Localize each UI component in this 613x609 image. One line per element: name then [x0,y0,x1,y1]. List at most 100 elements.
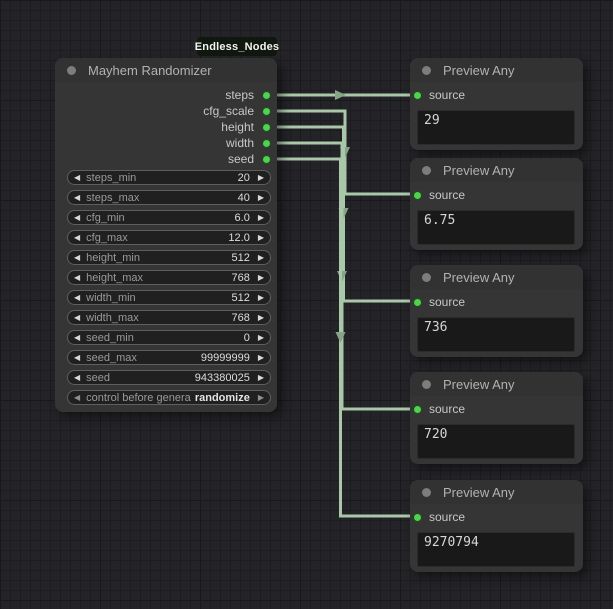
widget-label: seed_max [86,351,137,364]
preview-value-textarea[interactable]: 29 [417,110,575,145]
collapse-dot-icon[interactable] [422,65,431,75]
collapse-dot-icon[interactable] [422,272,431,282]
decrement-arrow-icon[interactable]: ◀ [74,312,81,322]
input-port-icon[interactable] [413,512,422,522]
widget-label: steps_max [86,191,140,204]
node-title-bar[interactable]: Preview Any [410,265,583,289]
next-option-arrow-icon[interactable]: ▶ [257,392,264,402]
output-slot-steps: steps [55,87,277,103]
input-slot-source: source [410,293,465,311]
output-slot-seed: seed [55,151,277,167]
widget-height-max[interactable]: ◀ height_max 768 ▶ [67,270,271,285]
input-port-icon[interactable] [413,90,422,100]
output-port-icon[interactable] [262,122,271,132]
input-label: source [429,402,466,416]
increment-arrow-icon[interactable]: ▶ [257,272,264,282]
increment-arrow-icon[interactable]: ▶ [257,292,264,302]
decrement-arrow-icon[interactable]: ◀ [74,292,81,302]
widget-seed-max[interactable]: ◀ seed_max 99999999 ▶ [67,350,271,365]
node-preview-any-4[interactable]: Preview Any source 720 [410,372,583,464]
preview-value-textarea[interactable]: 6.75 [417,210,575,245]
widget-control-before-generate[interactable]: ◀ control before generate randomize ▶ [67,390,271,405]
collapse-dot-icon[interactable] [67,65,76,75]
output-port-icon[interactable] [262,90,271,100]
node-title: Preview Any [443,162,515,178]
input-port-icon[interactable] [413,404,422,414]
output-slot-width: width [55,135,277,151]
input-label: source [429,295,466,309]
decrement-arrow-icon[interactable]: ◀ [74,232,81,242]
decrement-arrow-icon[interactable]: ◀ [74,352,81,362]
widget-steps-min[interactable]: ◀ steps_min 20 ▶ [67,170,271,185]
prev-option-arrow-icon[interactable]: ◀ [74,392,81,402]
collapse-dot-icon[interactable] [422,165,431,175]
output-slot-cfg-scale: cfg_scale [55,103,277,119]
increment-arrow-icon[interactable]: ▶ [257,312,264,322]
decrement-arrow-icon[interactable]: ◀ [74,172,81,182]
decrement-arrow-icon[interactable]: ◀ [74,272,81,282]
increment-arrow-icon[interactable]: ▶ [257,232,264,242]
widget-height-min[interactable]: ◀ height_min 512 ▶ [67,250,271,265]
preview-value-textarea[interactable]: 9270794 [417,532,575,567]
output-label: seed [227,152,254,166]
decrement-arrow-icon[interactable]: ◀ [74,332,81,342]
widget-cfg-min[interactable]: ◀ cfg_min 6.0 ▶ [67,210,271,225]
node-mayhem-randomizer[interactable]: Mayhem Randomizer steps cfg_scale height… [55,58,277,412]
widget-value: 12.0 [228,231,250,244]
widget-width-max[interactable]: ◀ width_max 768 ▶ [67,310,271,325]
increment-arrow-icon[interactable]: ▶ [257,172,264,182]
widget-label: cfg_min [86,211,125,224]
node-title: Mayhem Randomizer [88,62,212,78]
increment-arrow-icon[interactable]: ▶ [257,192,264,202]
widget-value: 943380025 [194,371,250,384]
widget-value: 99999999 [200,351,250,364]
widget-seed-min[interactable]: ◀ seed_min 0 ▶ [67,330,271,345]
node-preview-any-1[interactable]: Preview Any source 29 [410,58,583,150]
node-title: Preview Any [443,62,515,78]
widget-seed[interactable]: ◀ seed 943380025 ▶ [67,370,271,385]
input-port-icon[interactable] [413,297,422,307]
widget-label: steps_min [86,171,137,184]
node-preview-any-2[interactable]: Preview Any source 6.75 [410,158,583,250]
widget-value: randomize [194,391,250,404]
node-title-bar[interactable]: Preview Any [410,158,583,182]
node-title-bar[interactable]: Mayhem Randomizer [55,58,277,82]
increment-arrow-icon[interactable]: ▶ [257,332,264,342]
preview-value-textarea[interactable]: 720 [417,424,575,459]
increment-arrow-icon[interactable]: ▶ [257,372,264,382]
node-title-bar[interactable]: Preview Any [410,58,583,82]
collapse-dot-icon[interactable] [422,379,431,389]
increment-arrow-icon[interactable]: ▶ [257,252,264,262]
output-slot-height: height [55,119,277,135]
node-title: Preview Any [443,484,515,500]
node-title-bar[interactable]: Preview Any [410,480,583,504]
output-slots: steps cfg_scale height width seed [55,87,277,167]
preview-value-textarea[interactable]: 736 [417,317,575,352]
input-label: source [429,510,466,524]
widget-value: 512 [231,291,250,304]
output-port-icon[interactable] [262,138,271,148]
widget-value: 20 [237,171,250,184]
output-port-icon[interactable] [262,106,271,116]
collapse-dot-icon[interactable] [422,487,431,497]
widget-steps-max[interactable]: ◀ steps_max 40 ▶ [67,190,271,205]
node-preview-any-5[interactable]: Preview Any source 9270794 [410,480,583,572]
widget-value: 512 [231,251,250,264]
widget-cfg-max[interactable]: ◀ cfg_max 12.0 ▶ [67,230,271,245]
node-title-bar[interactable]: Preview Any [410,372,583,396]
increment-arrow-icon[interactable]: ▶ [257,352,264,362]
decrement-arrow-icon[interactable]: ◀ [74,252,81,262]
decrement-arrow-icon[interactable]: ◀ [74,192,81,202]
output-port-icon[interactable] [262,154,271,164]
decrement-arrow-icon[interactable]: ◀ [74,212,81,222]
input-port-icon[interactable] [413,190,422,200]
widget-width-min[interactable]: ◀ width_min 512 ▶ [67,290,271,305]
node-preview-any-3[interactable]: Preview Any source 736 [410,265,583,357]
widget-value: 0 [243,331,250,344]
input-label: source [429,88,466,102]
decrement-arrow-icon[interactable]: ◀ [74,372,81,382]
increment-arrow-icon[interactable]: ▶ [257,212,264,222]
output-label: cfg_scale [203,104,254,118]
widget-label: height_min [86,251,140,264]
